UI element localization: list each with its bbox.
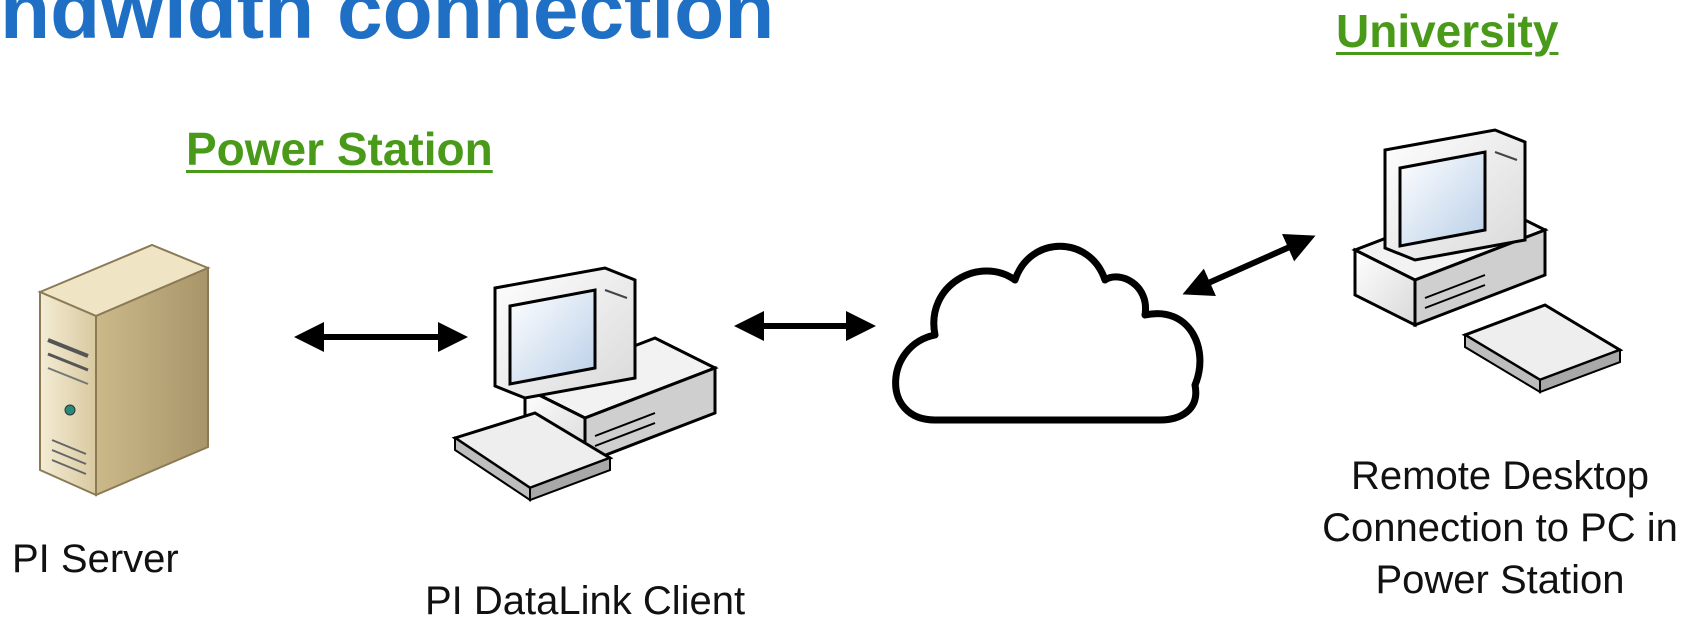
node-label-remote-desktop: Remote Desktop Connection to PC in Power… bbox=[1290, 450, 1700, 606]
cloud-icon bbox=[892, 242, 1204, 424]
location-heading-power-station: Power Station bbox=[186, 123, 493, 175]
node-label-remote-desktop-line1: Remote Desktop bbox=[1351, 454, 1649, 498]
link-arrow-cloud-remote bbox=[1182, 233, 1316, 297]
node-label-pi-server: PI Server bbox=[12, 537, 179, 581]
page-title: ndwidth connection bbox=[0, 0, 775, 56]
node-label-datalink-client: PI DataLink Client bbox=[425, 579, 746, 623]
server-tower-icon bbox=[37, 243, 211, 497]
network-diagram bbox=[37, 128, 1624, 502]
desktop-computer-icon bbox=[1351, 128, 1624, 394]
node-label-remote-desktop-line2: Connection to PC in bbox=[1322, 506, 1678, 550]
node-label-remote-desktop-line3: Power Station bbox=[1375, 558, 1625, 602]
desktop-computer-icon bbox=[451, 266, 719, 502]
location-heading-university: University bbox=[1336, 5, 1559, 57]
